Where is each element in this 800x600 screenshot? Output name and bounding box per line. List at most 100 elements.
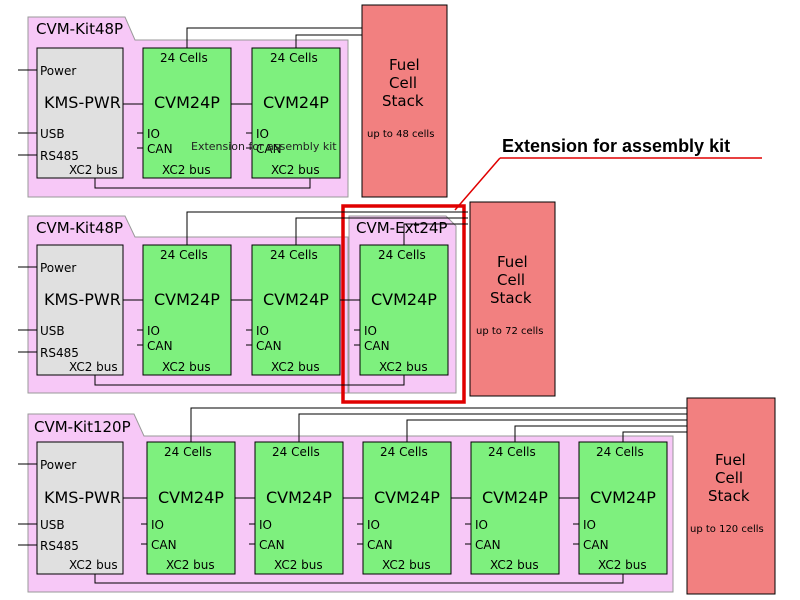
cvm-name: CVM24P [590, 488, 656, 507]
kms-bus-label: XC2 bus [69, 558, 118, 572]
cvm-name: CVM24P [263, 93, 329, 112]
kms-name: KMS-PWR [44, 93, 121, 112]
cvm-io-label: IO [259, 518, 272, 532]
stack-capacity-label: up to 120 cells [690, 524, 764, 535]
cvm-io-label: IO [364, 324, 377, 338]
fuel-cell-stack: Fuel Cell Stack up to 120 cells [686, 397, 776, 595]
stack-line-2: Cell [715, 469, 743, 487]
cvm-cells-label: 24 Cells [380, 445, 428, 459]
kit-3-wiring [94, 407, 687, 584]
stack-capacity-label: up to 72 cells [476, 326, 543, 337]
kms-bus-label: XC2 bus [69, 163, 118, 177]
cvm-can-label: CAN [367, 538, 393, 552]
stack-line-2: Cell [497, 271, 525, 289]
kit-2-title: CVM-Kit48P [36, 219, 123, 237]
kit-3: CVM-Kit120P Power KMS-PWR USB RS485 XC2 … [18, 397, 776, 595]
stack-line-3: Stack [708, 487, 750, 505]
cvm-module: 24 Cells CVM24P IO CAN XC2 bus [142, 244, 232, 376]
cvm-bus-label: XC2 bus [271, 360, 320, 374]
kit-1-wiring [94, 27, 362, 189]
cvm-name: CVM24P [266, 488, 332, 507]
cvm-bus-label: XC2 bus [490, 558, 539, 572]
cvm-can-label: CAN [475, 538, 501, 552]
cvm-can-label: CAN [256, 142, 282, 156]
fuel-cell-stack: Fuel Cell Stack up to 48 cells [361, 4, 448, 198]
kit-3-title: CVM-Kit120P [34, 418, 131, 436]
stack-line-1: Fuel [497, 253, 528, 271]
cvm-bus-label: XC2 bus [379, 360, 428, 374]
cvm-cells-label: 24 Cells [596, 445, 644, 459]
kms-rs485-label: RS485 [40, 539, 79, 553]
kms-bus-label: XC2 bus [69, 360, 118, 374]
kms-rs485-label: RS485 [40, 149, 79, 163]
cvm-cells-label: 24 Cells [378, 248, 426, 262]
stack-line-1: Fuel [715, 451, 746, 469]
stack-line-2: Cell [389, 74, 417, 92]
cvm-name: CVM24P [154, 290, 220, 309]
cvm-bus-label: XC2 bus [274, 558, 323, 572]
cvm-module: 24 Cells CVM24P IO CAN XC2 bus [470, 441, 560, 575]
cvm-cells-label: 24 Cells [270, 248, 318, 262]
cvm-cells-label: 24 Cells [488, 445, 536, 459]
callout-text: Extension for assembly kit [502, 136, 730, 156]
callout: Extension for assembly kit [454, 136, 762, 211]
cvm-can-label: CAN [147, 142, 173, 156]
cvm-io-label: IO [151, 518, 164, 532]
cvm-bus-label: XC2 bus [382, 558, 431, 572]
cvm-name: CVM24P [374, 488, 440, 507]
kms-module: Power KMS-PWR USB RS485 XC2 bus [18, 244, 124, 376]
cvm-can-label: CAN [151, 538, 177, 552]
cvm-bus-label: XC2 bus [598, 558, 647, 572]
cvm-module: 24 Cells CVM24P IO CAN XC2 bus [251, 244, 341, 376]
cvm-module: 24 Cells CVM24P IO CAN XC2 bus [142, 47, 232, 179]
kms-rs485-label: RS485 [40, 346, 79, 360]
overlay-label: Extension for assembly kit [191, 140, 337, 153]
extension-highlight-box [341, 204, 466, 404]
kms-power-label: Power [40, 261, 76, 275]
cvm-name: CVM24P [158, 488, 224, 507]
cvm-name: CVM24P [371, 290, 437, 309]
kms-power-label: Power [40, 64, 76, 78]
cvm-io-label: IO [147, 324, 160, 338]
stack-line-3: Stack [382, 92, 424, 110]
cvm-cells-label: 24 Cells [272, 445, 320, 459]
kit-1-title: CVM-Kit48P [36, 20, 123, 38]
cvm-io-label: IO [367, 518, 380, 532]
cvm-io-label: IO [256, 324, 269, 338]
cvm-can-label: CAN [364, 339, 390, 353]
kms-power-label: Power [40, 458, 76, 472]
kit-3-frame [27, 413, 674, 593]
cvm-module: 24 Cells CVM24P IO CAN XC2 bus [362, 441, 452, 575]
cvm-can-label: CAN [259, 538, 285, 552]
cvm-can-label: CAN [583, 538, 609, 552]
cvm-module: 24 Cells CVM24P IO CAN XC2 bus [254, 441, 344, 575]
kms-module: Power KMS-PWR USB RS485 XC2 bus [18, 441, 124, 575]
kit-1: CVM-Kit48P Power KMS-PWR USB RS485 XC2 b… [18, 4, 448, 198]
cvm-name: CVM24P [482, 488, 548, 507]
cvm-io-label: IO [583, 518, 596, 532]
cvm-module: 24 Cells CVM24P IO CAN XC2 bus [578, 441, 668, 575]
kms-usb-label: USB [40, 127, 65, 141]
cvm-io-label: IO [475, 518, 488, 532]
cvm-cells-label: 24 Cells [270, 51, 318, 65]
fuel-cell-stack: Fuel Cell Stack up to 72 cells [469, 201, 556, 397]
stack-line-1: Fuel [389, 56, 420, 74]
cvm-can-label: CAN [256, 339, 282, 353]
cvm-io-label: IO [147, 127, 160, 141]
cvm-bus-label: XC2 bus [271, 163, 320, 177]
stack-capacity-label: up to 48 cells [367, 129, 434, 140]
kit-2-wiring [94, 211, 468, 386]
cvm-bus-label: XC2 bus [162, 163, 211, 177]
kms-name: KMS-PWR [44, 488, 121, 507]
cvm-cells-label: 24 Cells [160, 51, 208, 65]
cvm-name: CVM24P [263, 290, 329, 309]
kms-usb-label: USB [40, 324, 65, 338]
kit-2: CVM-Kit48P Power KMS-PWR USB RS485 XC2 b… [18, 201, 556, 404]
kms-name: KMS-PWR [44, 290, 121, 309]
kms-module: Power KMS-PWR USB RS485 XC2 bus [18, 47, 124, 179]
cvm-bus-label: XC2 bus [162, 360, 211, 374]
cvm-bus-label: XC2 bus [166, 558, 215, 572]
cvm-can-label: CAN [147, 339, 173, 353]
cvm-cells-label: 24 Cells [164, 445, 212, 459]
